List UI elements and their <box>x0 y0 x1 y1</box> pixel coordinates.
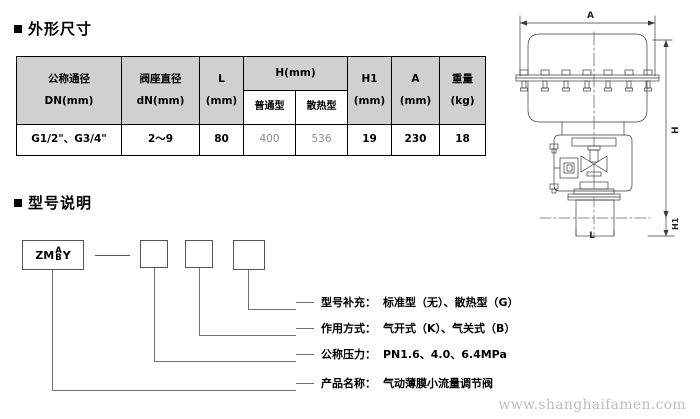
model-suffix: Y <box>62 248 71 262</box>
model-stack-bottom: B <box>55 253 62 263</box>
legend-item-1: 作用方式： 气开式（K）、气关式（B） <box>296 320 515 336</box>
legend-item-3: 产品名称： 气动薄膜小流量调节阀 <box>296 375 493 391</box>
th-l: L (mm) <box>199 56 244 125</box>
legend-dash-3 <box>296 382 314 384</box>
legend-item-0: 型号补充： 标准型（无）、散热型（G） <box>296 294 519 310</box>
legend-label-1: 作用方式： <box>321 322 376 335</box>
th-h-heat: 散热型 <box>295 90 348 125</box>
th-h1-line1: H1 <box>361 72 378 85</box>
th-weight-line2: (kg) <box>450 95 475 107</box>
site-watermark: www.shanghaifamen.com <box>498 397 686 413</box>
model-prefix: ZM <box>35 248 55 262</box>
section-title-dimensions: 外形尺寸 <box>28 20 93 38</box>
legend-value-0: 标准型（无）、散热型（G） <box>383 296 519 309</box>
cell-h1: 19 <box>347 124 392 156</box>
dim-label-h1: H1 <box>671 217 680 230</box>
model-code-main-text: ZM A B Y <box>23 241 83 269</box>
model-code-box-2 <box>185 240 213 268</box>
legend-dash-2 <box>296 353 314 355</box>
th-l-line1: L <box>218 72 225 85</box>
leader-line-h-3 <box>248 309 296 310</box>
leader-line-v-1 <box>154 268 155 361</box>
square-bullet-icon-2 <box>14 198 22 207</box>
model-code-main-box: ZM A B Y <box>22 240 84 270</box>
legend-value-3: 气动薄膜小流量调节阀 <box>383 377 493 390</box>
dim-label-l: L <box>589 231 595 238</box>
model-code-dash <box>95 255 130 256</box>
th-seat-dn: 阀座直径 dN(mm) <box>121 56 200 125</box>
cell-dn: G1/2"、G3/4" <box>16 124 122 156</box>
cell-h-heat: 536 <box>295 124 348 156</box>
th-a: A (mm) <box>391 56 440 125</box>
th-h: H(mm) <box>243 56 348 91</box>
legend-value-1: 气开式（K）、气关式（B） <box>383 322 516 335</box>
leader-line-v-2 <box>199 268 200 335</box>
legend-item-2: 公称压力： PN1.6、4.0、6.4MPa <box>296 346 507 362</box>
dimensions-table: 公称通径 DN(mm) 阀座直径 dN(mm) L (mm) <box>16 56 486 156</box>
model-stack-top: A <box>55 246 62 257</box>
flange-bolts <box>519 69 653 92</box>
th-weight: 重量 (kg) <box>439 56 486 125</box>
th-weight-line1: 重量 <box>452 72 473 85</box>
leader-line-h-1 <box>154 361 296 362</box>
th-l-line2: (mm) <box>205 95 238 107</box>
leader-line-h-2 <box>199 335 296 336</box>
leader-line-v-main <box>52 270 53 390</box>
th-dn-line1: 公称通径 <box>48 72 90 85</box>
th-seat-dn-line2: dN(mm) <box>136 95 185 107</box>
section-heading-model: 型号说明 <box>14 192 92 213</box>
th-h1: H1 (mm) <box>347 56 392 125</box>
valve-technical-drawing: A H H1 L <box>498 2 698 238</box>
model-code-diagram: ZM A B Y <box>0 228 700 403</box>
table-header-row-1: 公称通径 DN(mm) 阀座直径 dN(mm) L (mm) <box>16 56 486 125</box>
square-bullet-icon <box>14 24 22 33</box>
leader-line-h-main <box>52 390 296 391</box>
dim-label-a: A <box>587 11 594 21</box>
th-seat-dn-line1: 阀座直径 <box>139 72 182 85</box>
cell-a: 230 <box>391 124 440 156</box>
th-a-line1: A <box>411 72 420 85</box>
model-code-box-1 <box>140 240 168 268</box>
th-h1-line2: (mm) <box>353 95 386 107</box>
model-stack-ab: A B <box>55 246 62 263</box>
legend-label-0: 型号补充： <box>321 296 376 309</box>
legend-value-2: PN1.6、4.0、6.4MPa <box>383 348 507 361</box>
table-header-row-2: 普通型 散热型 <box>17 90 486 125</box>
cell-weight: 18 <box>439 124 486 156</box>
th-a-line2: (mm) <box>399 95 432 107</box>
table-row: G1/2"、G3/4" 2～9 80 400 536 19 230 18 <box>16 124 486 156</box>
cell-h-normal: 400 <box>243 124 296 156</box>
model-code-box-3 <box>233 240 265 270</box>
dim-label-h: H <box>671 126 681 134</box>
section-title-model: 型号说明 <box>28 194 93 212</box>
th-dn-line2: DN(mm) <box>44 95 94 107</box>
section-heading-dimensions: 外形尺寸 <box>14 18 92 39</box>
legend-dash-0 <box>296 301 314 303</box>
valve-drawing-svg: A H H1 L <box>515 11 681 238</box>
th-dn: 公称通径 DN(mm) <box>16 56 122 125</box>
dimensions-table-wrap: 公称通径 DN(mm) 阀座直径 dN(mm) L (mm) <box>16 56 486 156</box>
th-h-label: H(mm) <box>275 66 316 79</box>
legend-dash-1 <box>296 327 314 329</box>
legend-label-2: 公称压力： <box>321 348 376 361</box>
cell-seat-dn: 2～9 <box>121 124 200 156</box>
leader-line-v-3 <box>248 270 249 309</box>
th-h-normal: 普通型 <box>243 90 296 125</box>
cell-l: 80 <box>199 124 244 156</box>
legend-label-3: 产品名称： <box>321 377 376 390</box>
